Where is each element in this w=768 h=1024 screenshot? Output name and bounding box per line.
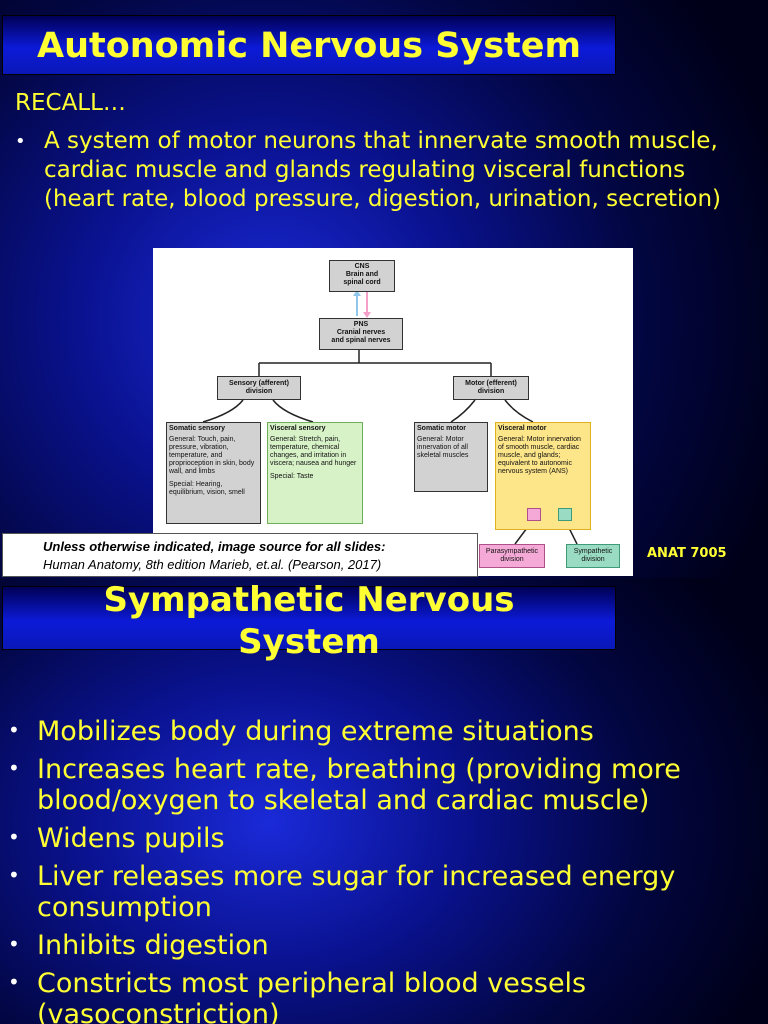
course-code: ANAT 7005: [647, 546, 727, 561]
motor-line: Motor (efferent): [465, 380, 517, 387]
bullet-icon: •: [8, 970, 20, 994]
bullet-icon: •: [8, 825, 20, 849]
parasympathetic-line: division: [500, 556, 524, 563]
somatic-motor-box: Somatic motor General: Motor innervation…: [414, 422, 488, 492]
sympathetic-line: division: [581, 556, 605, 563]
bullet-icon: •: [8, 863, 20, 887]
bullet-text: Liver releases more sugar for increased …: [37, 861, 676, 923]
slide-2-title-line-2: System: [238, 622, 380, 662]
slide-1: Autonomic Nervous System RECALL… • A syst…: [0, 0, 768, 578]
slide-1-title: Autonomic Nervous System: [2, 15, 616, 75]
bullet-icon: •: [8, 718, 20, 742]
slide-1-bullets: • A system of motor neurons that innervat…: [15, 127, 755, 214]
cns-line: Brain and: [345, 271, 379, 278]
visceral-motor-title: Visceral motor: [498, 425, 547, 432]
motor-division-box: Motor (efferent) division: [453, 376, 529, 400]
caption-line-1: Unless otherwise indicated, image source…: [43, 539, 386, 554]
list-item: • A system of motor neurons that innervat…: [15, 127, 755, 214]
list-item: • Increases heart rate, breathing (provid…: [8, 754, 760, 816]
visceral-sensory-special: Special: Taste: [270, 473, 314, 480]
list-item: • Widens pupils: [8, 823, 760, 854]
somatic-sensory-special: Special: Hearing, equilibrium, vision, s…: [169, 481, 245, 496]
slide-2-title-line-1: Sympathetic Nervous: [103, 580, 515, 620]
sensory-line: division: [245, 388, 273, 395]
sympathetic-line: Sympathetic: [573, 548, 613, 555]
sensory-division-box: Sensory (afferent) division: [217, 376, 301, 400]
parasympathetic-division-box: Parasympathetic division: [479, 544, 545, 568]
sympathetic-division-box: Sympathetic division: [566, 544, 620, 568]
somatic-motor-general: General: Motor innervation of all skelet…: [417, 436, 469, 459]
somatic-sensory-general: General: Touch, pain, pressure, vibratio…: [169, 436, 255, 475]
diagram-connectors: [202, 290, 578, 545]
somatic-sensory-box: Somatic sensory General: Touch, pain, pr…: [166, 422, 261, 524]
slide-2-bullets: • Mobilizes body during extreme situation…: [8, 716, 760, 1024]
image-source-caption: Unless otherwise indicated, image source…: [2, 533, 478, 577]
caption-line-2: Human Anatomy, 8th edition Marieb, et.al…: [43, 557, 382, 572]
list-item: • Liver releases more sugar for increased…: [8, 861, 760, 923]
bullet-icon: •: [8, 932, 20, 956]
nervous-system-diagram: CNS Brain and spinal cord PNS Cranial ne…: [153, 248, 633, 576]
visceral-sensory-box: Visceral sensory General: Stretch, pain,…: [267, 422, 363, 524]
pns-line: Cranial nerves: [336, 329, 386, 336]
bullet-icon: •: [8, 756, 20, 780]
motor-line: division: [477, 388, 505, 395]
pns-title: PNS: [353, 321, 369, 328]
list-item: • Mobilizes body during extreme situation…: [8, 716, 760, 747]
visceral-motor-general: General: Motor innervation of smooth mus…: [498, 436, 581, 475]
parasympathetic-line: Parasympathetic: [485, 548, 539, 555]
pns-box: PNS Cranial nerves and spinal nerves: [319, 318, 403, 350]
cns-title: CNS: [354, 263, 370, 270]
cns-line: spinal cord: [343, 279, 381, 286]
list-item: • Inhibits digestion: [8, 930, 760, 961]
visceral-motor-box: Visceral motor General: Motor innervatio…: [495, 422, 591, 530]
visceral-sensory-title: Visceral sensory: [270, 425, 326, 432]
bullet-text: Inhibits digestion: [37, 930, 269, 961]
bullet-text: Increases heart rate, breathing (providi…: [37, 754, 681, 816]
sympathetic-marker: [558, 508, 572, 521]
somatic-sensory-title: Somatic sensory: [169, 425, 226, 432]
slide-2: Sympathetic Nervous System • Mobilizes bo…: [0, 578, 768, 1024]
pns-line: and spinal nerves: [331, 337, 391, 344]
cns-box: CNS Brain and spinal cord: [329, 260, 395, 292]
bullet-text: Mobilizes body during extreme situations: [37, 716, 594, 747]
bullet-text: Constricts most peripheral blood vessels…: [37, 968, 587, 1024]
bullet-icon: •: [15, 131, 26, 152]
recall-label: RECALL…: [15, 90, 126, 116]
list-item: • Constricts most peripheral blood vessel…: [8, 968, 760, 1024]
somatic-motor-title: Somatic motor: [417, 425, 467, 432]
bullet-text: A system of motor neurons that innervate…: [44, 128, 722, 212]
sensory-line: Sensory (afferent): [229, 380, 289, 387]
bullet-text: Widens pupils: [37, 823, 225, 854]
slide-2-title: Sympathetic Nervous System: [2, 580, 616, 662]
visceral-sensory-general: General: Stretch, pain, temperature, che…: [270, 436, 357, 467]
parasympathetic-marker: [527, 508, 541, 521]
